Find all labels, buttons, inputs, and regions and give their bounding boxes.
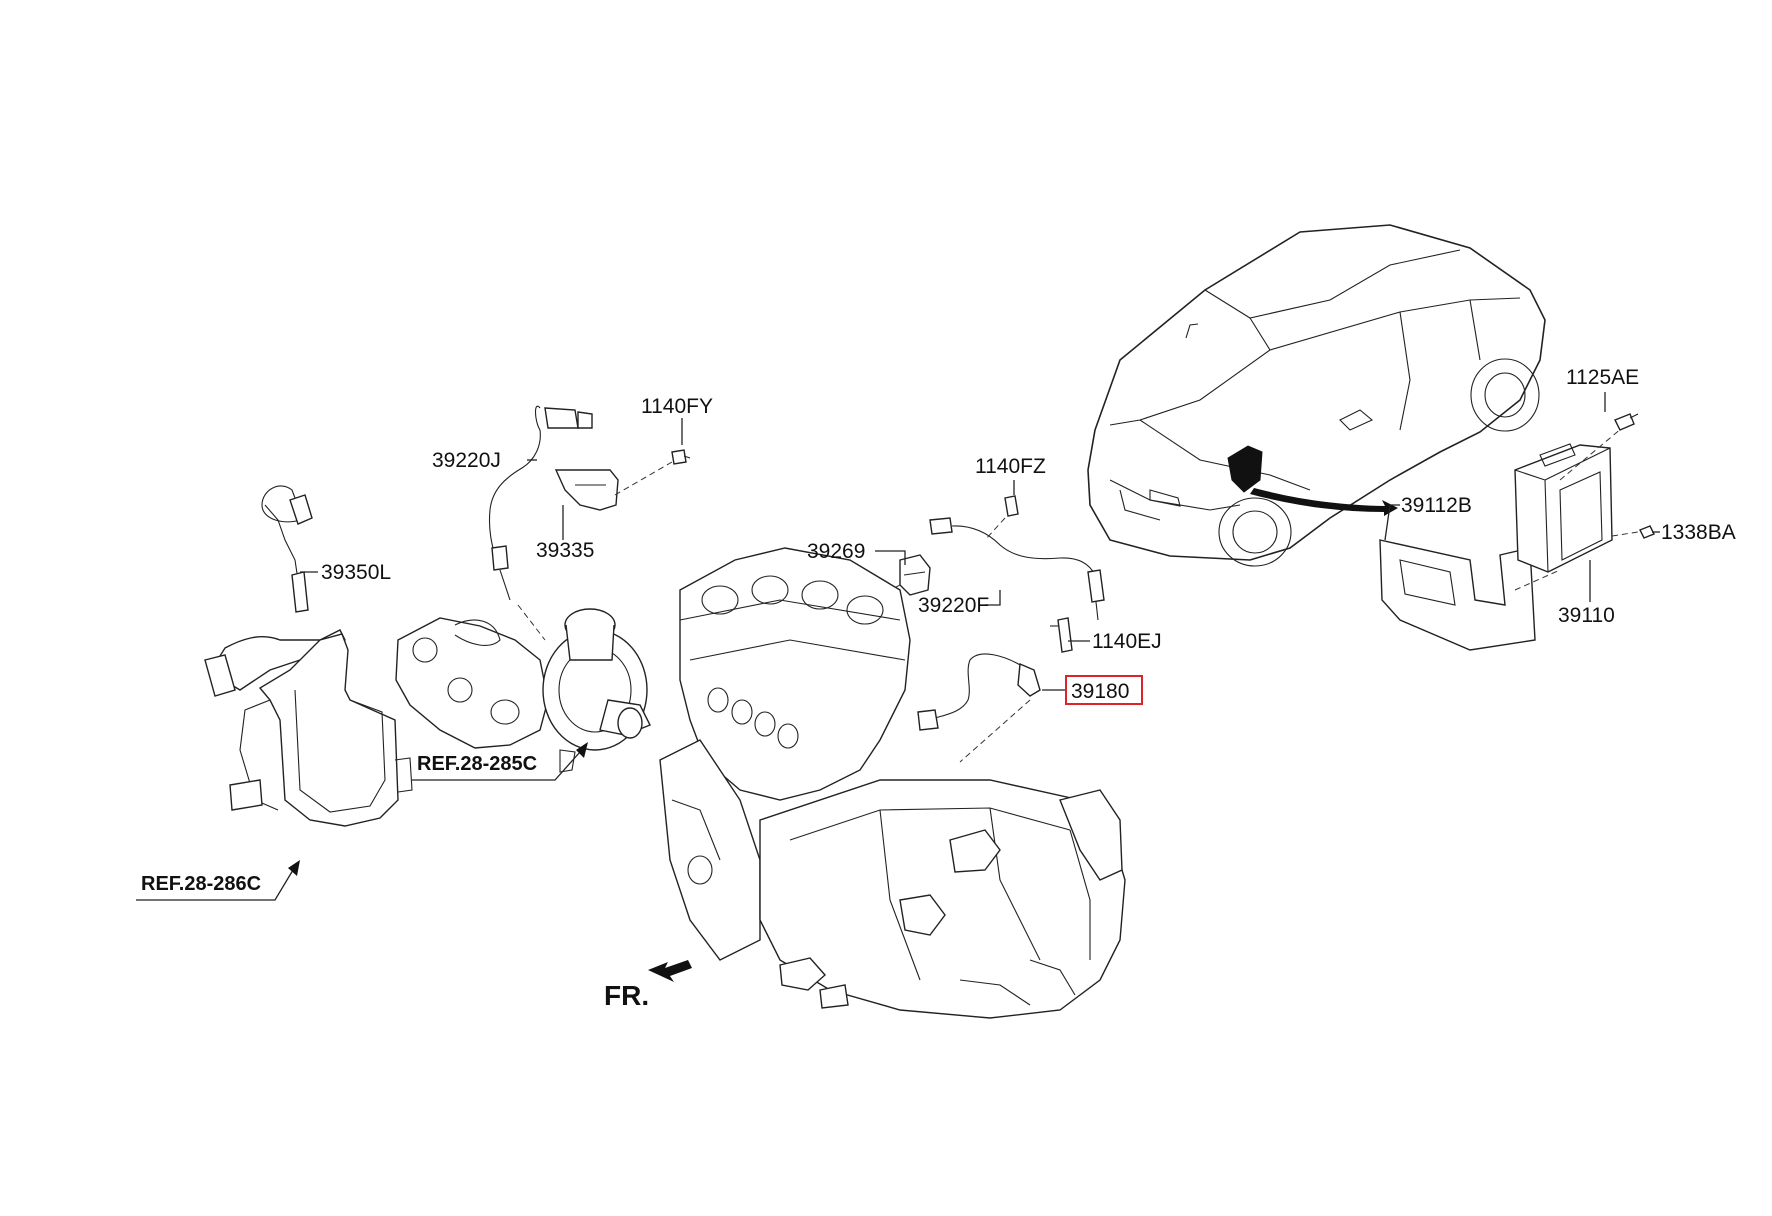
leader-lines	[300, 392, 1660, 691]
part-label-39335[interactable]: 39335	[536, 539, 594, 562]
part-label-39180[interactable]: 39180	[1071, 680, 1129, 703]
part-labels: 39350L 39220J 1140FY 39335 1140FZ 39269 …	[321, 366, 1736, 705]
engine-transmission	[659, 547, 1126, 1019]
part-label-39112B[interactable]: 39112B	[1401, 494, 1472, 517]
part-label-39269[interactable]: 39269	[807, 540, 865, 563]
front-direction-indicator: FR.	[604, 960, 692, 1011]
vehicle-illustration	[1087, 224, 1546, 567]
part-label-1140FY[interactable]: 1140FY	[641, 395, 713, 418]
ref-28-286C-callout: REF.28-286C	[136, 860, 300, 901]
ref-28-285C-label: REF.28-285C	[417, 753, 537, 775]
ref-arrow-icon	[576, 742, 588, 758]
ref-28-285C-callout: REF.28-285C	[412, 742, 588, 781]
catalytic-converter	[204, 485, 413, 827]
sensor-39220F-assembly	[859, 495, 1105, 621]
front-arrow-icon	[648, 960, 692, 982]
part-label-1125AE[interactable]: 1125AE	[1566, 366, 1639, 389]
part-label-1140EJ[interactable]: 1140EJ	[1092, 630, 1162, 653]
part-label-39350L[interactable]: 39350L	[321, 561, 391, 584]
sensor-39220J-assembly	[488, 405, 691, 641]
part-label-39220J[interactable]: 39220J	[432, 449, 501, 472]
front-label: FR.	[604, 980, 649, 1011]
turbocharger	[395, 608, 651, 773]
ecu-assembly	[1379, 413, 1655, 651]
sensor-39180-assembly	[917, 617, 1073, 763]
ref-28-286C-label: REF.28-286C	[141, 873, 261, 895]
ref-arrow-icon	[288, 860, 300, 876]
highlight-box-39180	[1065, 675, 1143, 705]
part-label-39220F[interactable]: 39220F	[918, 594, 989, 617]
part-label-1338BA[interactable]: 1338BA	[1661, 521, 1736, 544]
part-label-39110[interactable]: 39110	[1558, 604, 1615, 627]
part-label-1140FZ[interactable]: 1140FZ	[975, 455, 1046, 478]
